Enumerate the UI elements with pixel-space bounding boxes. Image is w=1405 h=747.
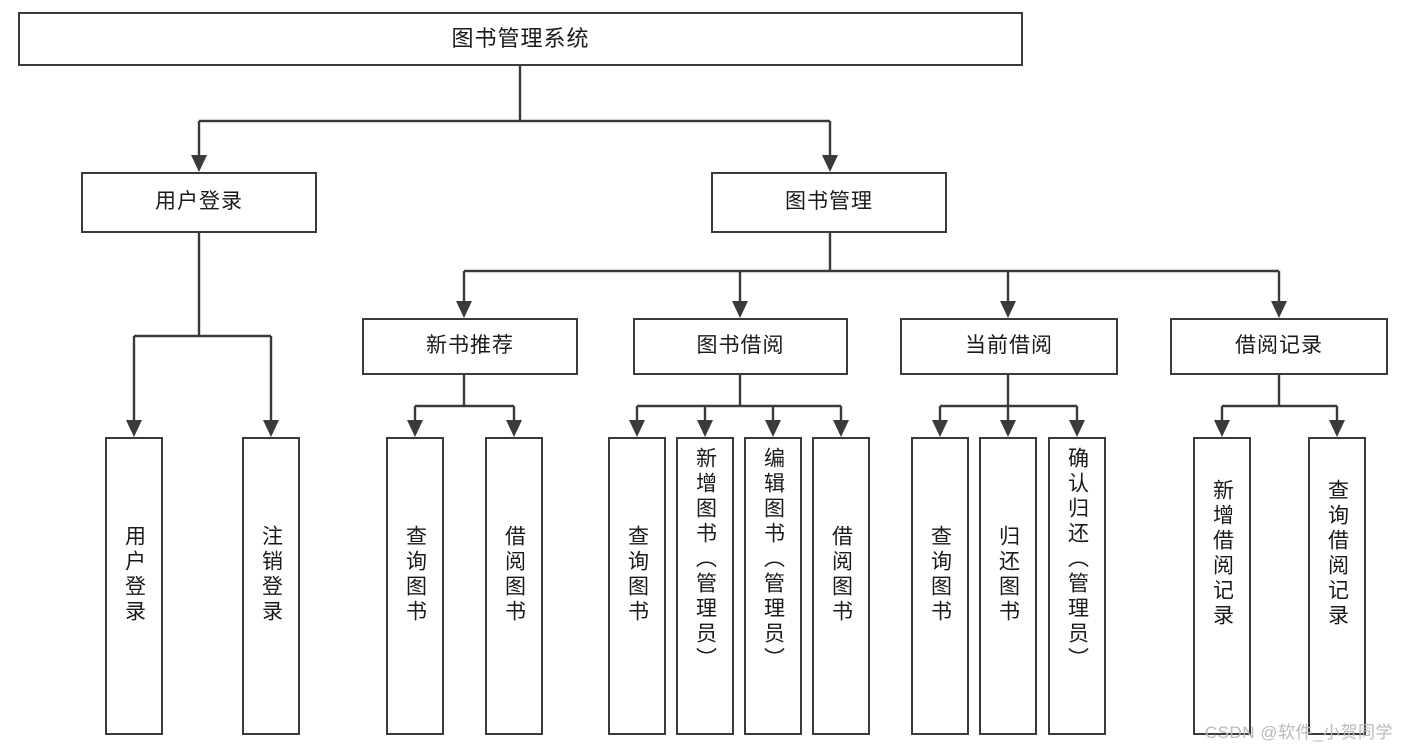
edge-borrowrecord-to-leaves — [1214, 375, 1345, 437]
node-leaf-query-borrow-record-label: 查询借阅记录 — [1325, 479, 1349, 629]
node-leaf-borrow-book-2[interactable]: 借阅图书 — [812, 437, 870, 735]
node-leaf-return-book-label: 归还图书 — [996, 525, 1020, 625]
node-current-borrow-label: 当前借阅 — [965, 334, 1053, 358]
csdn-watermark: CSDN @软件_小贺同学 — [1204, 723, 1393, 742]
node-leaf-edit-book-label: 编辑图书（管理员） — [761, 447, 785, 672]
node-leaf-logout-login-label: 注销登录 — [259, 525, 283, 625]
node-book-borrow-label: 图书借阅 — [696, 334, 785, 358]
node-leaf-logout-login[interactable]: 注销登录 — [242, 437, 300, 735]
edge-currentborrow-to-leaves — [932, 375, 1085, 437]
node-leaf-user-login[interactable]: 用户登录 — [105, 437, 163, 735]
edge-root-to-level2 — [191, 66, 838, 172]
node-leaf-add-borrow-record-label: 新增借阅记录 — [1210, 479, 1234, 629]
node-leaf-user-login-label: 用户登录 — [122, 525, 146, 625]
node-root-label: 图书管理系统 — [451, 26, 590, 52]
edge-bookmanage-to-level3 — [456, 233, 1287, 318]
edge-bookborrow-to-leaves — [629, 375, 849, 437]
node-leaf-borrow-book-2-label: 借阅图书 — [829, 525, 853, 625]
node-leaf-query-book-1-label: 查询图书 — [403, 525, 427, 625]
node-user-login-label: 用户登录 — [155, 190, 243, 214]
node-current-borrow[interactable]: 当前借阅 — [900, 318, 1118, 375]
node-user-login[interactable]: 用户登录 — [81, 172, 317, 233]
node-leaf-borrow-book-1-label: 借阅图书 — [502, 525, 526, 625]
node-leaf-confirm-return-label: 确认归还（管理员） — [1065, 447, 1089, 672]
edge-newbook-to-leaves — [407, 375, 522, 437]
node-leaf-add-book[interactable]: 新增图书（管理员） — [676, 437, 734, 735]
node-book-borrow[interactable]: 图书借阅 — [633, 318, 848, 375]
node-leaf-add-borrow-record[interactable]: 新增借阅记录 — [1193, 437, 1251, 735]
node-leaf-query-borrow-record[interactable]: 查询借阅记录 — [1308, 437, 1366, 735]
edge-userlogin-to-leaves — [126, 233, 279, 437]
node-leaf-query-book-2-label: 查询图书 — [625, 525, 649, 625]
node-leaf-query-book-3[interactable]: 查询图书 — [911, 437, 969, 735]
node-leaf-return-book[interactable]: 归还图书 — [979, 437, 1037, 735]
node-borrow-record[interactable]: 借阅记录 — [1170, 318, 1388, 375]
node-leaf-query-book-2[interactable]: 查询图书 — [608, 437, 666, 735]
node-new-book-recommend-label: 新书推荐 — [426, 334, 514, 358]
node-new-book-recommend[interactable]: 新书推荐 — [362, 318, 578, 375]
node-borrow-record-label: 借阅记录 — [1235, 334, 1323, 358]
node-leaf-edit-book[interactable]: 编辑图书（管理员） — [744, 437, 802, 735]
node-leaf-borrow-book-1[interactable]: 借阅图书 — [485, 437, 543, 735]
node-leaf-query-book-1[interactable]: 查询图书 — [386, 437, 444, 735]
node-book-manage-label: 图书管理 — [785, 190, 873, 214]
node-leaf-add-book-label: 新增图书（管理员） — [693, 447, 717, 672]
node-leaf-confirm-return[interactable]: 确认归还（管理员） — [1048, 437, 1106, 735]
node-leaf-query-book-3-label: 查询图书 — [928, 525, 952, 625]
node-book-manage[interactable]: 图书管理 — [711, 172, 947, 233]
node-root-system[interactable]: 图书管理系统 — [18, 12, 1023, 66]
